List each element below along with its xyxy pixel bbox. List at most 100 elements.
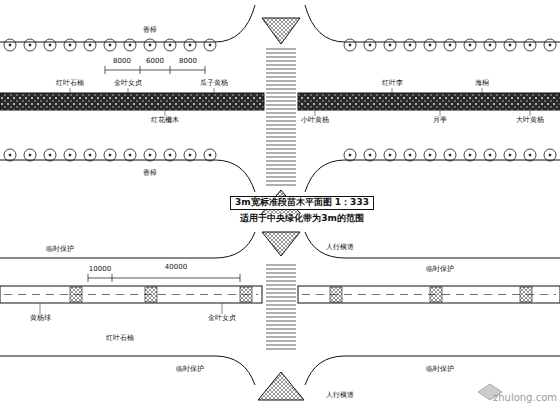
dash-line: [442, 294, 450, 295]
dash-line: [372, 294, 380, 295]
tree-symbol: [24, 149, 36, 161]
tree-center: [409, 154, 411, 156]
tree-center: [29, 44, 31, 46]
plan-label: 大叶黄杨: [515, 117, 545, 125]
dash-line: [344, 294, 352, 295]
tree-center: [69, 44, 71, 46]
tree-center: [369, 154, 371, 156]
tree-symbol: [364, 149, 376, 161]
tree-center: [349, 154, 351, 156]
tree-center: [549, 44, 551, 46]
tree-center: [509, 44, 511, 46]
tree-center: [529, 154, 531, 156]
tree-symbol: [164, 149, 176, 161]
tree-symbol: [344, 39, 356, 51]
dash-line: [414, 294, 422, 295]
median-planting: [4, 287, 556, 302]
plan-label: 红叶李: [381, 80, 404, 88]
dash-line: [456, 294, 464, 295]
tree-symbol: [44, 149, 56, 161]
plan-label: 临时保护: [425, 266, 455, 274]
tree-center: [49, 44, 51, 46]
leader-lines: [40, 88, 530, 314]
dash-line: [116, 294, 124, 295]
tree-symbol: [424, 39, 436, 51]
plan-label: 黄杨球: [29, 315, 52, 323]
dash-line: [88, 294, 96, 295]
plan-label: 临时保护: [45, 246, 75, 254]
plan-label: 6000: [145, 58, 165, 66]
dash-line: [228, 294, 236, 295]
plan-label: 人行横道: [325, 392, 355, 400]
dash-line: [540, 294, 548, 295]
tree-symbol: [144, 39, 156, 51]
dash-line: [200, 294, 208, 295]
planting-block: [240, 287, 252, 302]
tree-center: [409, 44, 411, 46]
tree-center: [49, 154, 51, 156]
tree-symbol: [484, 149, 496, 161]
tree-center: [389, 154, 391, 156]
tree-symbol: [524, 39, 536, 51]
tree-symbol: [204, 149, 216, 161]
dash-line: [214, 294, 222, 295]
dash-line: [186, 294, 194, 295]
tree-center: [529, 44, 531, 46]
tree-center: [449, 44, 451, 46]
tree-center: [129, 154, 131, 156]
tree-symbol: [384, 39, 396, 51]
tree-center: [69, 154, 71, 156]
dash-line: [400, 294, 408, 295]
plan-label: 40000: [164, 264, 188, 272]
tree-symbol: [124, 39, 136, 51]
tree-symbol: [164, 39, 176, 51]
plan-label: 临时保护: [175, 366, 205, 374]
tree-center: [489, 44, 491, 46]
dash-line: [32, 294, 40, 295]
tree-center: [29, 154, 31, 156]
tree-symbol: [504, 39, 516, 51]
tree-center: [429, 44, 431, 46]
dash-line: [484, 294, 492, 295]
tree-center: [149, 154, 151, 156]
plan-label: 临时保护: [425, 366, 455, 374]
dash-line: [512, 294, 520, 295]
tree-symbol: [144, 149, 156, 161]
dash-line: [386, 294, 394, 295]
tree-center: [189, 44, 191, 46]
tree-symbol: [4, 149, 16, 161]
tree-center: [109, 154, 111, 156]
plan-label: 人行横道: [325, 244, 355, 252]
dash-line: [256, 294, 258, 295]
tree-center: [469, 154, 471, 156]
tree-symbol: [104, 149, 116, 161]
tree-symbol: [404, 39, 416, 51]
street-trees: [4, 39, 556, 161]
tree-center: [9, 154, 11, 156]
dash-line: [358, 294, 366, 295]
planting-block: [330, 287, 342, 302]
tree-center: [189, 154, 191, 156]
tree-symbol: [64, 39, 76, 51]
tree-symbol: [4, 39, 16, 51]
tree-symbol: [444, 39, 456, 51]
tree-symbol: [504, 149, 516, 161]
plan-label: 8000: [112, 58, 132, 66]
dash-line: [302, 294, 310, 295]
planting-block: [430, 287, 442, 302]
dimension-lines: [88, 66, 240, 282]
tree-symbol: [84, 39, 96, 51]
plan-label: 月季: [432, 117, 448, 125]
dash-line: [60, 294, 68, 295]
tree-center: [9, 44, 11, 46]
dash-line: [554, 294, 556, 295]
dash-line: [46, 294, 54, 295]
tree-symbol: [424, 149, 436, 161]
tree-symbol: [364, 39, 376, 51]
tree-center: [509, 154, 511, 156]
tree-symbol: [524, 149, 536, 161]
plan-label: 小叶黄杨: [300, 117, 330, 125]
dash-line: [130, 294, 138, 295]
tree-symbol: [184, 149, 196, 161]
